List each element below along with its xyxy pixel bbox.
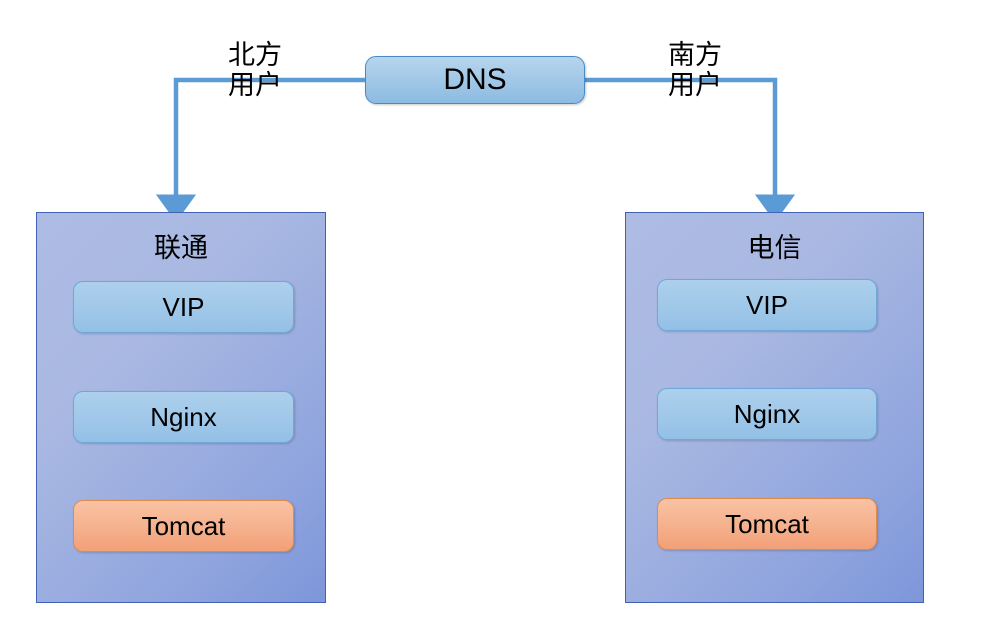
service-node-nginx-unicom[interactable]: Nginx <box>73 391 294 443</box>
dns-node-label: DNS <box>443 63 507 96</box>
service-node-label: VIP <box>162 292 205 322</box>
flow-caption-north-users: 北方 用户 <box>228 40 282 101</box>
flow-caption-south-users: 南方 用户 <box>668 40 722 101</box>
service-node-label: Tomcat <box>141 511 226 541</box>
service-node-nginx-telecom[interactable]: Nginx <box>657 388 877 440</box>
service-node-vip-telecom[interactable]: VIP <box>657 279 877 331</box>
isp-zone-telecom[interactable]: 电信 VIP Nginx Tomcat <box>625 212 924 603</box>
isp-zone-telecom-title: 电信 <box>747 233 802 263</box>
service-node-tomcat-unicom[interactable]: Tomcat <box>73 500 294 552</box>
isp-zone-unicom-title: 联通 <box>154 233 208 263</box>
isp-zone-unicom[interactable]: 联通 VIP Nginx Tomcat <box>36 212 326 603</box>
dns-node[interactable]: DNS <box>365 56 585 104</box>
service-node-vip-unicom[interactable]: VIP <box>73 281 294 333</box>
service-node-tomcat-telecom[interactable]: Tomcat <box>657 498 877 550</box>
service-node-label: Nginx <box>733 399 801 429</box>
service-node-label: VIP <box>746 290 788 320</box>
service-node-label: Tomcat <box>725 509 809 539</box>
service-node-label: Nginx <box>150 402 217 432</box>
